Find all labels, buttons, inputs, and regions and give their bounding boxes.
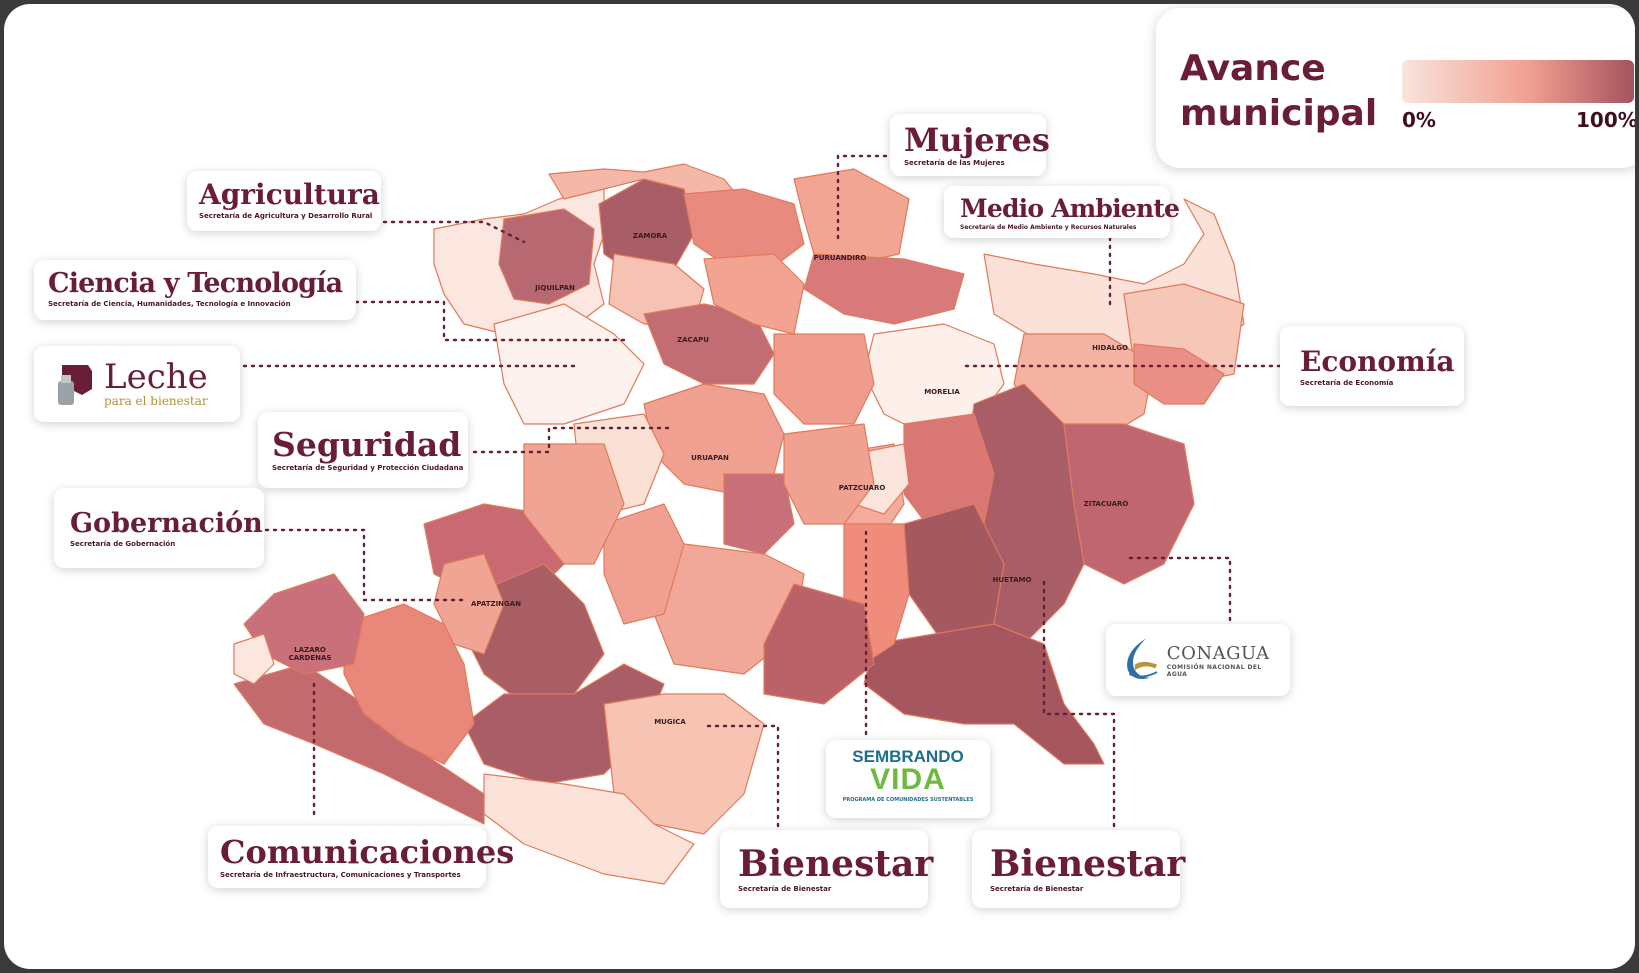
region-puruandiro xyxy=(793,168,910,265)
region-zitacuaro xyxy=(1063,423,1195,585)
region-aguililla xyxy=(433,553,505,655)
leche-logo-icon xyxy=(52,361,96,407)
connector-seguridad xyxy=(472,426,676,454)
connector-bienestar-2 xyxy=(1042,580,1116,836)
card-conagua: CONAGUA COMISIÓN NACIONAL DEL AGUA xyxy=(1106,624,1290,696)
municipality-label-puruandiro: PURUANDIRO xyxy=(813,254,867,262)
card-subtitle: Secretaría de Gobernación xyxy=(70,540,176,548)
card-economia: Economía Secretaría de Economía xyxy=(1280,326,1464,406)
card-title: Seguridad xyxy=(272,425,462,464)
region-lazaro-cardenas xyxy=(483,773,695,885)
region-maravatio xyxy=(1133,343,1225,405)
card-title: Comunicaciones xyxy=(220,833,515,871)
card-sembrando-vida: SEMBRANDO VIDA PROGRAMA DE COMUNIDADES S… xyxy=(826,740,990,818)
card-subtitle: Secretaría de las Mujeres xyxy=(904,159,1005,167)
region-coahuayana xyxy=(233,633,275,685)
region-tingambato xyxy=(723,473,795,555)
municipality-label-morelia: MORELIA xyxy=(924,388,960,396)
connector-mujeres xyxy=(836,154,896,246)
card-medio-ambiente: Medio Ambiente Secretaría de Medio Ambie… xyxy=(944,186,1180,238)
card-title: Agricultura xyxy=(199,178,380,211)
card-subtitle: para el bienestar xyxy=(104,394,208,408)
card-title: Bienestar xyxy=(738,843,934,885)
card-title: Mujeres xyxy=(904,121,1050,159)
card-subtitle: Secretaría de Medio Ambiente y Recursos … xyxy=(960,224,1137,231)
municipality-label-zamora: ZAMORA xyxy=(632,232,668,240)
card-subtitle: Secretaría de Infraestructura, Comunicac… xyxy=(220,871,461,879)
card-subtitle: Secretaría de Agricultura y Desarrollo R… xyxy=(199,212,373,220)
card-comunicaciones: Comunicaciones Secretaría de Infraestruc… xyxy=(208,826,515,888)
card-leche-bienestar: Leche para el bienestar xyxy=(34,346,240,422)
card-subtitle: COMISIÓN NACIONAL DEL AGUA xyxy=(1166,663,1262,678)
connector-gobernacion xyxy=(264,528,466,602)
card-title: Gobernación xyxy=(70,508,263,539)
card-gobernacion: Gobernación Secretaría de Gobernación xyxy=(54,488,264,568)
card-title: Bienestar xyxy=(990,843,1186,885)
municipality-label-zitacuaro: ZITACUARO xyxy=(1083,500,1129,508)
card-title: Medio Ambiente xyxy=(960,194,1180,223)
card-subtitle: Secretaría de Economía xyxy=(1300,379,1394,387)
card-subtitle: Secretaría de Bienestar xyxy=(738,885,832,893)
region-gabriel-zamora xyxy=(603,503,685,625)
municipality-label-patzcuaro: PATZCUARO xyxy=(838,484,886,492)
card-title-line1: SEMBRANDO xyxy=(852,747,964,766)
card-seguridad: Seguridad Secretaría de Seguridad y Prot… xyxy=(258,412,468,488)
card-title-line2: VIDA xyxy=(870,763,946,796)
legend-avance-municipal: Avance municipal 0% 100% xyxy=(1156,8,1635,168)
legend-gradient-bar xyxy=(1402,60,1634,103)
municipality-label-zacapu: ZACAPU xyxy=(677,336,709,344)
region-west-plain xyxy=(493,303,645,425)
michoacan-choropleth-map xyxy=(233,154,1282,885)
card-agricultura: Agricultura Secretaría de Agricultura y … xyxy=(187,171,381,231)
card-mujeres: Mujeres Secretaría de las Mujeres xyxy=(890,114,1050,176)
municipality-label-jiquilpan: JIQUILPAN xyxy=(535,284,575,292)
region-aquila xyxy=(233,663,485,825)
municipality-label-apatzingan: APATZINGAN xyxy=(470,600,522,608)
region-huetamo xyxy=(863,623,1105,765)
region-cuitzeo xyxy=(803,253,965,325)
card-title: Economía xyxy=(1300,345,1455,378)
region-quiroga xyxy=(773,333,875,425)
region-zacapu xyxy=(643,303,775,385)
card-bienestar-2: Bienestar Secretaría de Bienestar xyxy=(972,830,1186,908)
card-subtitle: Secretaría de Seguridad y Protección Ciu… xyxy=(272,464,464,472)
legend-max-label: 100% xyxy=(1576,108,1635,132)
card-bienestar-1: Bienestar Secretaría de Bienestar xyxy=(720,830,934,908)
region-churumuco xyxy=(763,583,875,705)
card-title: Leche xyxy=(104,357,208,397)
legend-min-label: 0% xyxy=(1402,108,1436,132)
region-jiquilpan xyxy=(498,208,595,305)
map-panel: ZAMORA JIQUILPAN ZACAPU PURUANDIRO HIDAL… xyxy=(4,4,1635,969)
connector-conagua xyxy=(1122,556,1232,630)
conagua-logo-icon xyxy=(1127,638,1158,680)
card-subtitle: PROGRAMA DE COMUNIDADES SUSTENTABLES xyxy=(842,797,974,803)
card-ciencia-tecnologia: Ciencia y Tecnología Secretaría de Cienc… xyxy=(34,260,356,320)
legend-title: Avance municipal xyxy=(1180,48,1378,134)
region-chinicuila xyxy=(243,573,365,675)
municipality-label-lazaro-cardenas: LAZARO CARDENAS xyxy=(288,646,332,662)
region-buenavista xyxy=(523,443,625,565)
card-title: CONAGUA xyxy=(1166,642,1270,664)
region-lerma xyxy=(683,188,805,275)
card-subtitle: Secretaría de Bienestar xyxy=(990,885,1084,893)
municipality-label-uruapan: URUAPAN xyxy=(691,454,729,462)
municipality-label-huetamo: HUETAMO xyxy=(992,576,1032,584)
card-subtitle: Secretaría de Ciencia, Humanidades, Tecn… xyxy=(48,300,291,308)
region-coalcoman xyxy=(343,603,475,765)
municipality-label-mugica: MUGICA xyxy=(654,718,686,726)
card-title: Ciencia y Tecnología xyxy=(48,268,343,299)
connector-ciencia xyxy=(354,300,626,342)
municipality-label-hidalgo: HIDALGO xyxy=(1092,344,1128,352)
connector-agricultura xyxy=(382,220,526,244)
